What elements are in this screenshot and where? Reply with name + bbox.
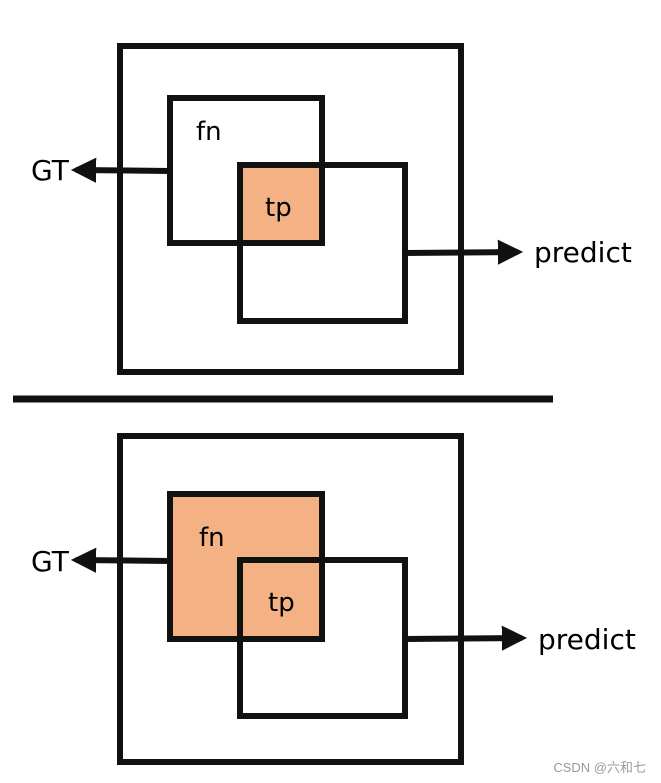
top-predict-label: predict	[534, 236, 632, 269]
bottom-gt-box	[167, 491, 325, 642]
bottom-outer-frame	[117, 433, 464, 765]
bottom-predict-label: predict	[538, 623, 636, 656]
bottom-gt-arrow	[70, 547, 171, 573]
top-gt-arrow	[70, 157, 171, 183]
bottom-fn-label: fn	[199, 523, 225, 553]
bottom-gt-fill-region	[170, 494, 322, 639]
bottom-diagram: GT predict fn tp	[31, 433, 636, 765]
top-tp-label: tp	[265, 193, 292, 223]
top-gt-label: GT	[31, 154, 70, 187]
bottom-gt-label: GT	[31, 545, 70, 578]
top-predict-arrow	[404, 239, 524, 265]
top-outer-frame	[117, 43, 464, 375]
top-diagram: GT predict fn tp	[31, 43, 632, 375]
bottom-predict-arrow	[404, 625, 528, 651]
bottom-tp-label: tp	[268, 588, 295, 618]
top-predict-box	[237, 162, 408, 324]
top-tp-region	[240, 165, 322, 243]
watermark-text: CSDN @六和七	[553, 760, 646, 775]
top-fn-label: fn	[196, 117, 222, 147]
